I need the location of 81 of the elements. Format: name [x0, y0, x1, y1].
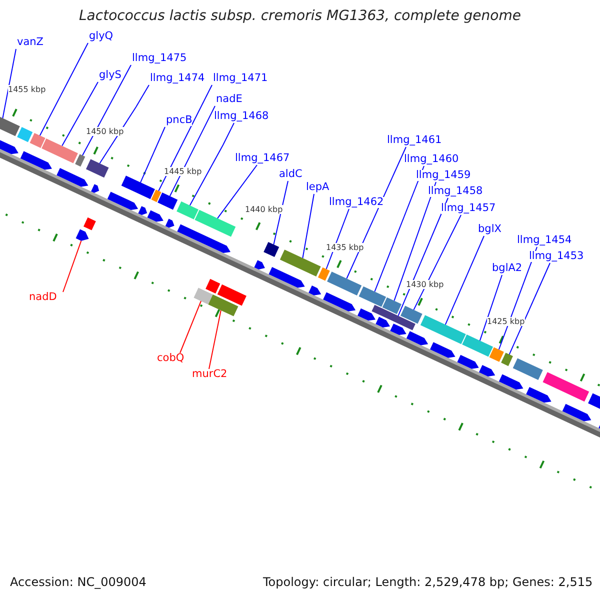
gene-bar [318, 267, 330, 281]
genome-summary-text: Topology: circular; Length: 2,529,478 bp; Genes: 2,515 [263, 575, 593, 589]
gene-label: llmg_1457 [441, 203, 496, 214]
gene-label: llmg_1454 [517, 235, 572, 246]
leader-line [62, 82, 98, 146]
scale-label: 1450 kbp [86, 127, 124, 136]
gene-label: llmg_1468 [214, 111, 269, 122]
gene-bar [42, 138, 78, 164]
gene-label: llmg_1453 [529, 251, 584, 262]
leader-line [140, 126, 166, 183]
gene-label: glyS [99, 70, 122, 81]
gene-label: aldC [279, 169, 302, 180]
leader-line [479, 274, 502, 342]
leader-line [413, 214, 462, 310]
gene-bar [194, 288, 213, 304]
leader-line [189, 122, 234, 206]
leader-line [394, 182, 436, 302]
gene-label: bglA2 [492, 263, 522, 274]
gene-bar [86, 159, 109, 178]
leader-line [62, 240, 82, 292]
gene-label: cobQ [157, 353, 184, 364]
gene-bar [158, 192, 178, 210]
scale-label: 1430 kbp [406, 280, 444, 289]
gene-label: llmg_1462 [329, 197, 384, 208]
gene-bar [327, 272, 362, 296]
gene-bar [208, 294, 238, 316]
leader-line [158, 84, 212, 192]
leader-line [302, 194, 314, 258]
leader-line [180, 300, 202, 354]
gene-bar [501, 352, 513, 366]
gene-bar [372, 304, 416, 330]
leader-line [217, 164, 258, 219]
leader-line [346, 146, 406, 279]
gene-bar [121, 176, 155, 200]
gene-label: glyQ [89, 31, 114, 42]
gene-label: llmg_1461 [387, 135, 442, 146]
gene-bar [280, 250, 321, 276]
leader-line [2, 48, 16, 119]
gene-bar [512, 358, 543, 380]
leader-line [208, 310, 222, 370]
leader-line [326, 208, 350, 270]
scale-label: 1455 kbp [8, 85, 46, 94]
scale-label: 1440 kbp [245, 205, 283, 214]
gene-bar [151, 190, 162, 202]
gene-bar [30, 132, 46, 148]
leader-line [444, 236, 484, 326]
gene-bar [358, 286, 386, 307]
gene-bar [462, 334, 494, 357]
map-title: Lactococcus lactis subsp. cremoris MG1363, complete genome [78, 8, 522, 24]
gene-bar [76, 229, 89, 241]
gene-label: llmg_1458 [428, 186, 483, 197]
gene-bar [176, 201, 198, 220]
leader-line [99, 84, 150, 164]
scale-label: 1435 kbp [326, 243, 364, 252]
gene-bar [75, 154, 86, 167]
gene-bar [264, 242, 280, 258]
gene-label: nadD [29, 292, 57, 303]
gene-label: llmg_1460 [404, 154, 459, 165]
leader-line [273, 180, 288, 245]
accession-text: Accession: NC_009004 [10, 575, 146, 589]
gene-label: pncB [166, 115, 192, 126]
leader-line [39, 42, 88, 136]
gene-bar [400, 306, 422, 324]
gene-label: bglX [478, 224, 502, 235]
scale-label: 1425 kbp [487, 317, 525, 326]
scale-label: 1445 kbp [164, 167, 202, 176]
gene-label: llmg_1471 [213, 73, 268, 84]
gene-label: lepA [306, 182, 330, 193]
gene-label: nadE [216, 94, 242, 105]
gene-bar [382, 297, 402, 314]
gene-label: llmg_1474 [150, 73, 205, 84]
gene-label: vanZ [17, 37, 44, 48]
gene-label: murC2 [192, 369, 228, 380]
leader-line [508, 262, 550, 355]
leader-line [169, 106, 216, 197]
leader-line [82, 64, 132, 156]
gene-label: llmg_1459 [416, 170, 471, 181]
gene-label: llmg_1475 [132, 53, 187, 64]
leader-line [374, 166, 424, 292]
gene-bar [489, 347, 504, 362]
gene-label: llmg_1467 [235, 153, 290, 164]
